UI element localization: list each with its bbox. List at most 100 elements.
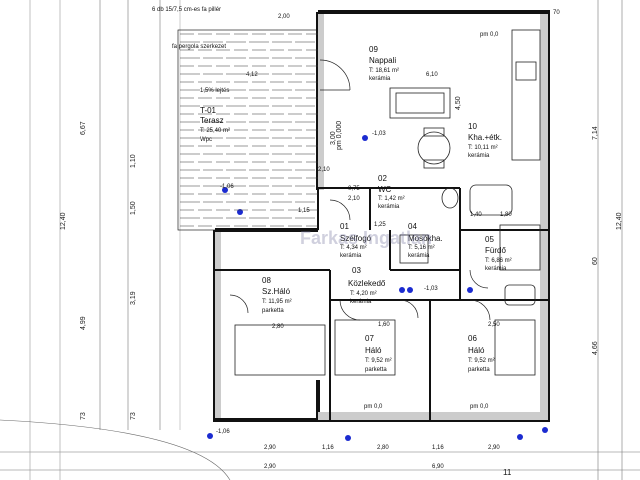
bottom-dim-0: 2,90 [264, 445, 276, 451]
room-09-name: Nappali [369, 56, 397, 65]
level-pm0000: pm 0,000 [336, 120, 343, 150]
int-dim-12: 1,40 [470, 212, 482, 218]
top-dim-1: 70 [553, 10, 560, 16]
level-103-b: -1,03 [424, 286, 438, 292]
furniture [234, 29, 541, 376]
left-dim-2: 1,50 [130, 201, 137, 215]
int-dim-13: 3,00 [330, 131, 337, 145]
door-swings [229, 59, 491, 321]
int-dim-3: 2,10 [348, 196, 360, 202]
header-note: 6 db 15/7,5 cm-es fa pillér [152, 7, 222, 13]
left-dim-3: 3,19 [130, 291, 137, 305]
level-pm00-halo07: pm 0,0 [364, 404, 383, 410]
int-dim-2: 4,50 [455, 96, 462, 110]
room-06-id: 06 [468, 334, 477, 343]
room-06-name: Háló [468, 346, 485, 355]
room-07-floor: parketta [365, 367, 387, 373]
left-dim-6: 73 [130, 412, 137, 420]
int-dim-0: 4,12 [246, 72, 258, 78]
room-10-name: Kha.+étk. [468, 133, 503, 142]
int-dim-9: 1,80 [500, 212, 512, 218]
room-01-id: 01 [340, 222, 349, 231]
bottom-dim-1: 1,16 [322, 445, 334, 451]
left-dim-5: 73 [80, 412, 87, 420]
left-dim-1: 1,10 [130, 154, 137, 168]
terrace-floor: Wpc [200, 137, 212, 143]
level-markers [207, 135, 548, 441]
room-09-id: 09 [369, 45, 378, 54]
room-04-id: 04 [408, 222, 417, 231]
interior-walls [215, 187, 548, 420]
terrace-id: T-01 [200, 106, 217, 115]
int-dim-10: 0,75 [348, 186, 360, 192]
room-11-id: 11 [503, 468, 512, 477]
room-05-area: T: 6,86 m² [485, 258, 512, 264]
int-dim-4: 2,80 [272, 324, 284, 330]
room-09-area: T: 18,61 m² [369, 68, 400, 74]
room-06-floor: parketta [468, 367, 490, 373]
room-05-name: Fürdő [485, 246, 506, 255]
room-08-id: 08 [262, 276, 271, 285]
room-08-floor: parketta [262, 308, 284, 314]
room-10-floor: kerámia [468, 153, 490, 159]
left-dim-total: 12,40 [60, 212, 67, 230]
room-08-name: Sz.Háló [262, 287, 291, 296]
level-pm00-halo06: pm 0,0 [470, 404, 489, 410]
int-dim-8: 1,25 [374, 222, 386, 228]
level-pm00-nappali: pm 0,0 [480, 32, 499, 38]
top-dim-0: 2,00 [278, 14, 290, 20]
int-dim-7: 1,15 [298, 208, 310, 214]
room-01-floor: kerámia [340, 253, 362, 259]
int-dim-6: 2,50 [488, 322, 500, 328]
room-08-area: T: 11,95 m² [262, 299, 292, 305]
wall-hatch [215, 14, 548, 420]
room-06-area: T: 9,52 m² [468, 358, 495, 364]
room-10-id: 10 [468, 122, 477, 131]
pergola-note: fa pergola szerkezet [172, 44, 227, 50]
room-02-area: T: 1,42 m² [378, 196, 405, 202]
right-dim-0: 7,14 [592, 126, 599, 140]
int-dim-11: 2,10 [318, 167, 330, 173]
terrace-name: Terasz [200, 116, 224, 125]
room-01-area: T: 4,34 m² [340, 245, 367, 251]
level-103-a: -1,03 [372, 131, 386, 137]
room-03-floor: kerámia [350, 299, 372, 305]
slope-note: 1,5% lejtés [200, 88, 230, 94]
room-04-name: Mosókha. [408, 234, 443, 243]
room-09-floor: kerámia [369, 76, 391, 82]
level-106-b: -1,06 [216, 429, 230, 435]
room-04-floor: kerámia [408, 253, 430, 259]
room-03-id: 03 [352, 266, 361, 275]
room-05-floor: kerámia [485, 266, 507, 272]
bottom-dim-4: 2,90 [488, 445, 500, 451]
room-02-floor: kerámia [378, 204, 400, 210]
room-02-id: 02 [378, 174, 387, 183]
right-dim-3: 60 [592, 257, 599, 265]
bottom-dim2-1: 6,90 [432, 464, 444, 470]
room-03-name: Közlekedő [348, 279, 386, 288]
bottom-dim2-0: 2,90 [264, 464, 276, 470]
bottom-dim-2: 2,80 [377, 445, 389, 451]
int-dim-1: 6,10 [426, 72, 438, 78]
decking-slats [180, 33, 318, 227]
left-dim-0: 6,67 [80, 121, 87, 135]
room-10-area: T: 10,11 m² [468, 145, 498, 151]
room-05-id: 05 [485, 235, 494, 244]
room-02-name: WC [378, 185, 392, 194]
level-106-a: -1,06 [220, 184, 234, 190]
right-dim-2: 4,66 [592, 341, 599, 355]
room-07-id: 07 [365, 334, 374, 343]
room-01-name: Szélfogó [340, 234, 372, 243]
room-04-area: T: 5,16 m² [408, 245, 435, 251]
right-dim-1: 12,40 [616, 212, 623, 230]
terrace-area: T: 25,40 m² [200, 128, 231, 134]
room-07-name: Háló [365, 346, 382, 355]
room-07-area: T: 9,52 m² [365, 358, 392, 364]
watermark-logo: Farkas Ingatlan [300, 228, 433, 248]
int-dim-5: 1,60 [378, 322, 390, 328]
left-dim-4: 4,99 [80, 316, 87, 330]
bottom-dim-3: 1,16 [432, 445, 444, 451]
room-03-area: T: 4,20 m² [350, 291, 377, 297]
